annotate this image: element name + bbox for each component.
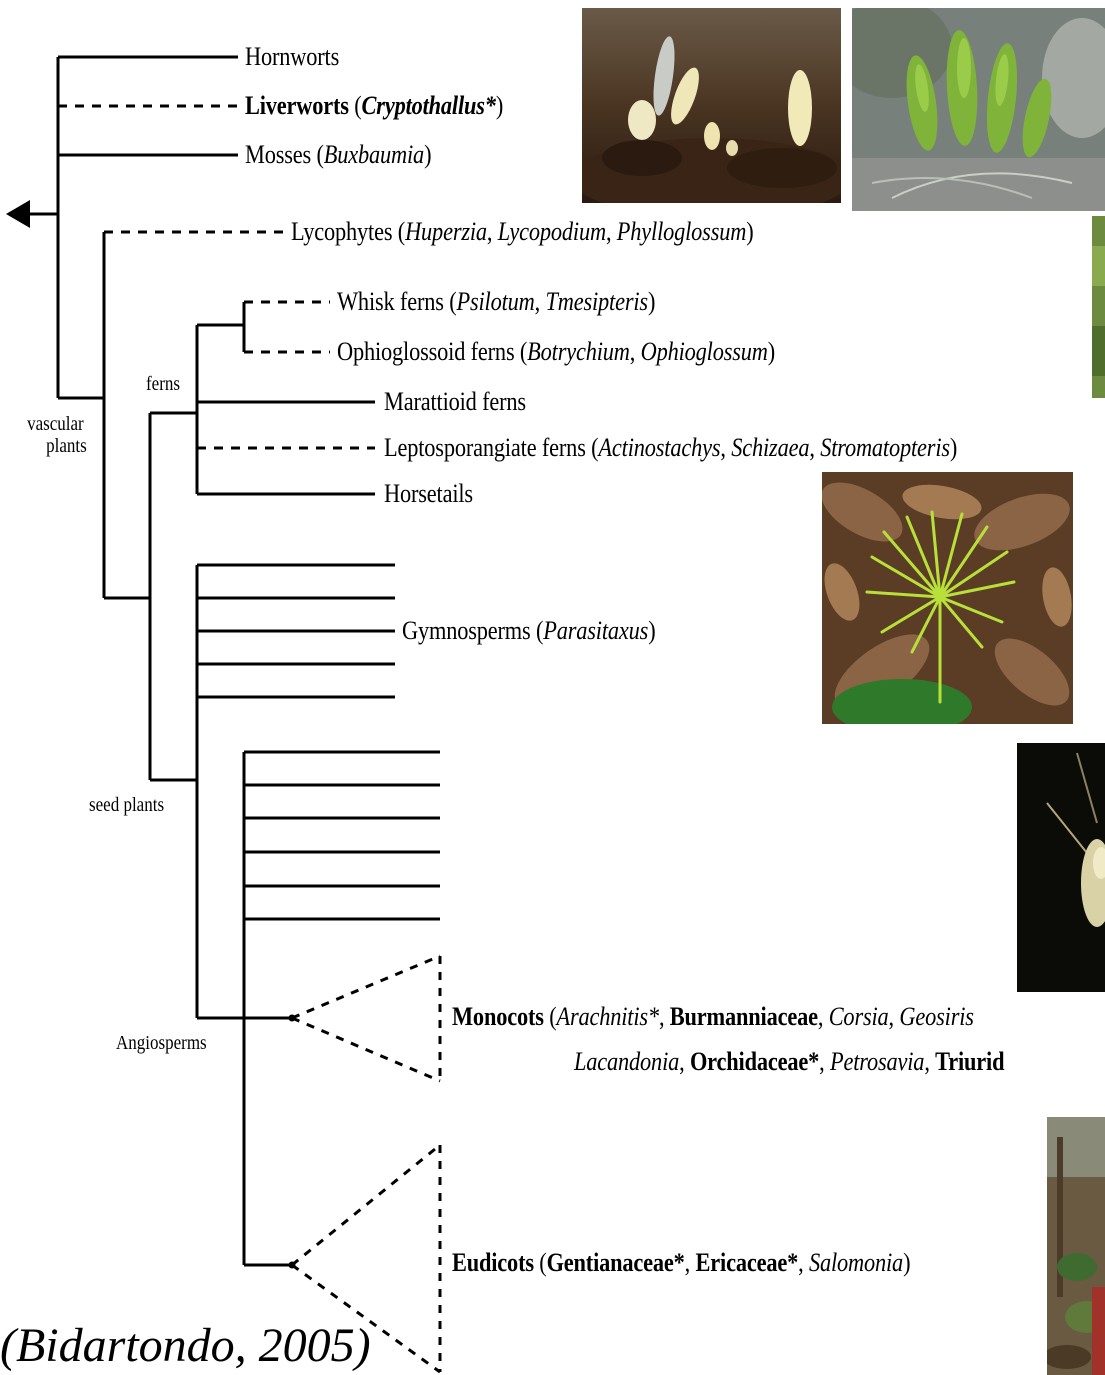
lycopodium-photo [852, 8, 1105, 211]
group-vascular-plants-line1: vascular [18, 413, 93, 435]
taxon-monocots-line1: Monocots (Arachnitis*, Burmanniaceae, Co… [452, 1004, 974, 1030]
monocots-node [289, 1015, 296, 1022]
group-vascular-plants: vascular plants [18, 413, 93, 457]
schizaea-photo [822, 472, 1073, 724]
taxon-hornworts: Hornworts [245, 44, 339, 70]
taxon-monocots-line2: Lacandonia, Orchidaceae*, Petrosavia, Tr… [574, 1049, 1004, 1075]
group-seed-plants: seed plants [89, 794, 164, 816]
taxon-leptosporangiate-ferns: Leptosporangiate ferns (Actinostachys, S… [384, 435, 957, 461]
eudicots-upper-edge [292, 1145, 440, 1265]
root-arrow-icon [6, 200, 30, 228]
fern-edge-photo [1092, 216, 1105, 398]
group-vascular-plants-line2: plants [18, 435, 93, 457]
group-ferns: ferns [146, 373, 180, 395]
monocots-lower-edge [292, 1018, 440, 1081]
monocots-upper-edge [292, 956, 440, 1018]
taxon-eudicots: Eudicots (Gentianaceae*, Ericaceae*, Sal… [452, 1250, 910, 1276]
eudicots-node [289, 1262, 296, 1269]
taxon-lycophytes: Lycophytes (Huperzia, Lycopodium, Phyllo… [291, 219, 754, 245]
taxon-liverworts: Liverworts (Cryptothallus*) [245, 93, 503, 119]
buxbaumia-photo [582, 8, 841, 203]
taxon-gymnosperms: Gymnosperms (Parasitaxus) [402, 618, 655, 644]
orchid-photo [1017, 743, 1105, 992]
taxon-horsetails: Horsetails [384, 481, 473, 507]
taxon-whisk-ferns: Whisk ferns (Psilotum, Tmesipteris) [337, 289, 655, 315]
group-angiosperms: Angiosperms [116, 1032, 207, 1054]
eudicot-photo [1047, 1117, 1105, 1375]
taxon-ophioglossoid-ferns: Ophioglossoid ferns (Botrychium, Ophiogl… [337, 339, 775, 365]
taxon-mosses: Mosses (Buxbaumia) [245, 142, 431, 168]
taxon-marattioid-ferns: Marattioid ferns [384, 389, 526, 415]
citation: (Bidartondo, 2005) [0, 1318, 371, 1374]
